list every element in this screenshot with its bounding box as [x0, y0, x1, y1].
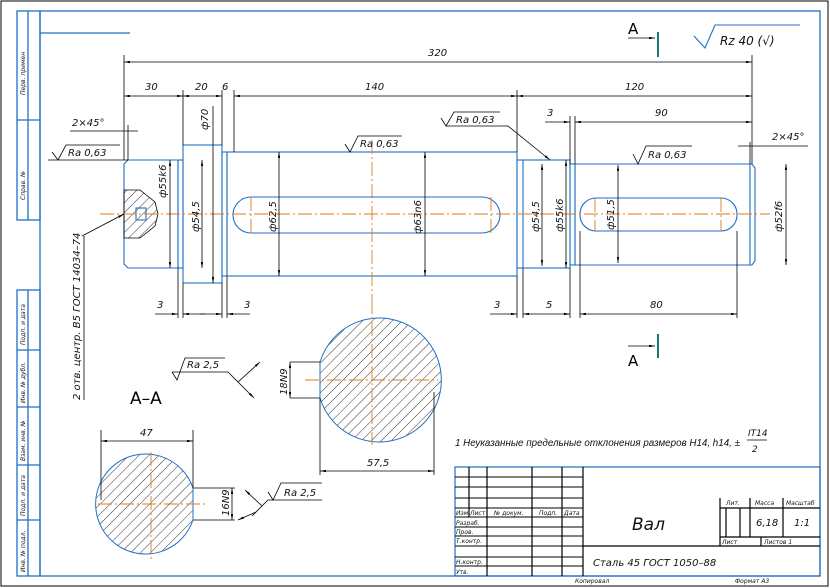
- svg-text:Подп.: Подп.: [539, 510, 557, 517]
- svg-text:20: 20: [195, 82, 208, 93]
- svg-text:3: 3: [547, 108, 553, 119]
- svg-text:A–A: A–A: [130, 389, 162, 409]
- svg-text:Ra 0,63: Ra 0,63: [648, 150, 687, 161]
- svg-text:Ra 2,5: Ra 2,5: [187, 360, 219, 371]
- dimensions-diameters: ф55k6 ф54,5 ф70 ф62,5 ф63n6 ф54,5 ф55k6 …: [158, 106, 788, 283]
- keyway-slot: [232, 196, 501, 234]
- svg-text:ф62,5: ф62,5: [268, 201, 279, 232]
- svg-text:ф51,5: ф51,5: [606, 199, 617, 230]
- section-mark-top: A: [628, 20, 659, 57]
- svg-text:6: 6: [222, 82, 228, 93]
- side-stamp-label: Инв. № дубл.: [20, 362, 27, 403]
- svg-text:Масса: Масса: [755, 500, 774, 507]
- svg-text:6,18: 6,18: [756, 518, 778, 529]
- svg-text:IT14: IT14: [748, 429, 768, 439]
- svg-text:Копировал: Копировал: [575, 578, 609, 585]
- svg-text:2×45°: 2×45°: [72, 118, 104, 129]
- svg-text:18N9: 18N9: [279, 368, 290, 395]
- keyway-slot: [579, 197, 738, 232]
- shaft-main-view: [100, 140, 770, 300]
- svg-text:57,5: 57,5: [367, 458, 389, 469]
- svg-text:5: 5: [546, 300, 552, 311]
- svg-text:Изм.: Изм.: [456, 510, 470, 517]
- title-block: Изм. Лист № докум. Подп. Дата Разраб. Пр…: [454, 466, 821, 585]
- dimensions-bottom: 3 3 3 5 80: [155, 231, 738, 318]
- svg-text:Разраб.: Разраб.: [456, 520, 480, 527]
- svg-text:2: 2: [752, 445, 758, 455]
- side-stamp-label: Инв. № подл.: [20, 531, 27, 572]
- svg-text:1:1: 1:1: [794, 518, 810, 529]
- side-stamp-label: Справ. №: [20, 171, 27, 200]
- svg-text:140: 140: [365, 82, 384, 93]
- svg-text:Масштаб: Масштаб: [786, 500, 815, 507]
- svg-text:Ra 2,5: Ra 2,5: [284, 488, 316, 499]
- svg-text:ф55k6: ф55k6: [158, 165, 169, 198]
- svg-text:Лист: Лист: [469, 510, 486, 517]
- svg-text:80: 80: [650, 300, 663, 311]
- technical-note: 1 Неуказанные предельные отклонения разм…: [455, 429, 768, 455]
- svg-text:320: 320: [428, 48, 447, 59]
- svg-text:Дата: Дата: [563, 510, 580, 517]
- side-stamp-label: Взам. инв. №: [20, 420, 27, 461]
- svg-text:16N9: 16N9: [221, 489, 232, 516]
- svg-text:Ra 0,63: Ra 0,63: [456, 115, 495, 126]
- side-stamp-label: Подп. и дата: [20, 304, 27, 345]
- svg-text:120: 120: [625, 82, 644, 93]
- section-view-a-a: A–A 18N9 Ra 2,5 57,5 47 16N9 Ra 2,5: [95, 300, 442, 560]
- svg-text:Ra 0,63: Ra 0,63: [360, 139, 399, 150]
- svg-text:Лит.: Лит.: [725, 500, 740, 507]
- svg-text:47: 47: [140, 428, 153, 439]
- svg-text:Т.контр.: Т.контр.: [456, 538, 482, 545]
- side-stamp-label: Подп. и дата: [20, 475, 27, 516]
- svg-text:ф70: ф70: [200, 109, 211, 130]
- svg-text:Ra 0,63: Ra 0,63: [68, 148, 107, 159]
- svg-text:A: A: [628, 352, 639, 370]
- svg-text:Н.контр.: Н.контр.: [456, 559, 483, 566]
- svg-text:2×45°: 2×45°: [772, 132, 804, 143]
- svg-text:ф63n6: ф63n6: [413, 200, 424, 234]
- svg-text:Пров.: Пров.: [456, 529, 474, 536]
- svg-text:30: 30: [145, 82, 158, 93]
- svg-text:ф52f6: ф52f6: [774, 201, 785, 232]
- svg-text:ф54,5: ф54,5: [191, 201, 202, 232]
- roughness-marks: Ra 0,63 Ra 0,63 Ra 0,63 Ra 0,63 2 отв. ц…: [48, 111, 692, 400]
- general-roughness: Rz 40 (√): [693, 24, 800, 49]
- svg-text:Утв.: Утв.: [456, 569, 469, 576]
- svg-text:ф55k6: ф55k6: [555, 199, 566, 232]
- side-stamp-label: Перв. примен: [20, 52, 27, 95]
- side-stamp: Перв. примен Справ. № Подп. и дата Инв. …: [16, 10, 130, 577]
- dimensions-top: 320 30 20 6 140 120 3 90 2×45° 2×45°: [70, 48, 808, 164]
- svg-text:90: 90: [655, 108, 668, 119]
- section-mark-bottom: A: [628, 334, 659, 370]
- svg-text:Листов 1: Листов 1: [763, 539, 792, 546]
- svg-text:3: 3: [244, 300, 250, 311]
- part-name: Вал: [632, 515, 665, 535]
- svg-text:3: 3: [157, 300, 163, 311]
- svg-text:2 отв. центр. B5 ГОСТ 14034–74: 2 отв. центр. B5 ГОСТ 14034–74: [72, 233, 83, 400]
- svg-text:1 Неуказанные предельные откло: 1 Неуказанные предельные отклонения разм…: [455, 438, 740, 449]
- svg-text:Rz 40 (√): Rz 40 (√): [720, 34, 775, 48]
- svg-text:3: 3: [494, 300, 500, 311]
- svg-text:Лист: Лист: [721, 539, 738, 546]
- svg-text:№ докум.: № докум.: [493, 510, 524, 517]
- svg-text:Формат А3: Формат А3: [735, 578, 769, 585]
- part-material: Сталь 45 ГОСТ 1050–88: [593, 558, 716, 569]
- svg-text:ф54,5: ф54,5: [531, 201, 542, 232]
- svg-text:A: A: [628, 20, 639, 38]
